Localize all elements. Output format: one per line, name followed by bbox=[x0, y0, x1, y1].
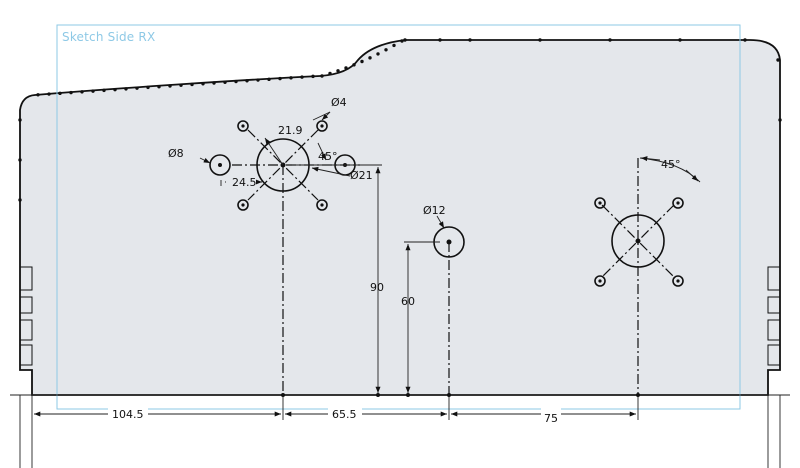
edge-vertex bbox=[438, 38, 442, 42]
edge-vertex bbox=[608, 38, 612, 42]
edge-vertex bbox=[289, 76, 293, 80]
edge-vertex bbox=[344, 66, 348, 70]
label-75[interactable]: 75 bbox=[544, 412, 558, 425]
edge-vertex bbox=[352, 63, 356, 67]
edge-vertex bbox=[311, 74, 315, 79]
edge-vertex bbox=[190, 82, 194, 87]
edge-vertex bbox=[392, 43, 396, 48]
edge-vertex bbox=[113, 87, 117, 92]
left-notches bbox=[20, 266, 33, 366]
label-angle-left[interactable]: 45° bbox=[318, 150, 338, 163]
baseline-dimensions[interactable] bbox=[10, 393, 790, 468]
edge-vertex bbox=[267, 77, 271, 82]
edge-vertex bbox=[179, 83, 183, 87]
hole-right-large[interactable] bbox=[611, 214, 665, 268]
edge-vertex bbox=[18, 198, 22, 202]
edge-vertex bbox=[368, 56, 372, 60]
edge-vertex bbox=[400, 39, 404, 43]
edge-vertex bbox=[300, 75, 304, 79]
edge-vertex bbox=[168, 84, 172, 88]
edge-vertex bbox=[376, 52, 380, 56]
label-dia21[interactable]: Ø21 bbox=[350, 169, 373, 182]
edge-vertex bbox=[212, 81, 216, 85]
sketch-frame bbox=[56, 24, 741, 410]
edge-vertex bbox=[778, 118, 782, 122]
edge-vertex bbox=[403, 38, 407, 42]
edge-vertex bbox=[47, 92, 51, 96]
edge-vertex bbox=[69, 90, 73, 95]
dimension-labels: Ø8 Ø4 Ø21 Ø12 21.9 24.5 45° 45° 90 60 10… bbox=[108, 96, 681, 425]
bolt-hole[interactable] bbox=[672, 275, 684, 287]
edge-vertex bbox=[18, 118, 22, 122]
edge-vertex bbox=[91, 89, 95, 93]
hole-group-right[interactable] bbox=[594, 156, 701, 395]
edge-vertex bbox=[234, 79, 238, 84]
edge-vertex bbox=[743, 38, 747, 42]
edge-vertex bbox=[36, 93, 40, 97]
edge-vertex bbox=[336, 69, 340, 73]
height-dimensions[interactable] bbox=[300, 164, 440, 393]
edge-vertex bbox=[538, 38, 542, 42]
edge-vertex bbox=[256, 78, 260, 82]
label-21-9[interactable]: 21.9 bbox=[278, 124, 303, 137]
edge-vertex bbox=[157, 84, 161, 89]
label-height-60[interactable]: 60 bbox=[401, 295, 415, 308]
label-dia8[interactable]: Ø8 bbox=[168, 147, 184, 160]
edge-vertex bbox=[384, 48, 388, 52]
edge-vertex-dots bbox=[18, 38, 782, 202]
edge-vertex bbox=[245, 79, 249, 83]
edge-vertex bbox=[18, 158, 22, 162]
edge-vertex bbox=[320, 74, 324, 78]
label-height-90[interactable]: 90 bbox=[370, 281, 384, 294]
bolt-hole[interactable] bbox=[594, 275, 606, 287]
edge-vertex bbox=[223, 80, 227, 84]
edge-vertex bbox=[360, 59, 364, 64]
bolt-hole[interactable] bbox=[316, 120, 328, 132]
edge-vertex bbox=[678, 38, 682, 42]
label-65-5[interactable]: 65.5 bbox=[332, 408, 357, 421]
edge-vertex bbox=[135, 86, 139, 90]
bolt-hole[interactable] bbox=[672, 197, 684, 209]
edge-vertex bbox=[58, 91, 62, 96]
edge-vertex bbox=[468, 38, 472, 42]
edge-vertex bbox=[124, 87, 128, 91]
edge-vertex bbox=[201, 82, 205, 86]
bolt-hole[interactable] bbox=[237, 120, 249, 132]
edge-vertex bbox=[278, 76, 282, 81]
label-dia12[interactable]: Ø12 bbox=[423, 204, 446, 217]
label-dia4[interactable]: Ø4 bbox=[331, 96, 347, 109]
label-24-5[interactable]: 24.5 bbox=[232, 176, 257, 189]
bolt-hole[interactable] bbox=[594, 197, 606, 209]
edge-vertex bbox=[328, 71, 332, 76]
label-angle-right[interactable]: 45° bbox=[661, 158, 681, 171]
edge-vertex bbox=[776, 58, 780, 62]
part-profile[interactable] bbox=[19, 39, 781, 396]
bolt-hole[interactable] bbox=[316, 199, 328, 211]
edge-vertex bbox=[80, 90, 84, 94]
sketch-title: Sketch Side RX bbox=[62, 30, 156, 44]
right-notches bbox=[767, 266, 780, 366]
hole-dia8[interactable] bbox=[209, 154, 231, 176]
edge-vertex bbox=[102, 88, 106, 93]
edge-vertex bbox=[146, 85, 150, 90]
bolt-hole[interactable] bbox=[237, 199, 249, 211]
label-104-5[interactable]: 104.5 bbox=[112, 408, 144, 421]
